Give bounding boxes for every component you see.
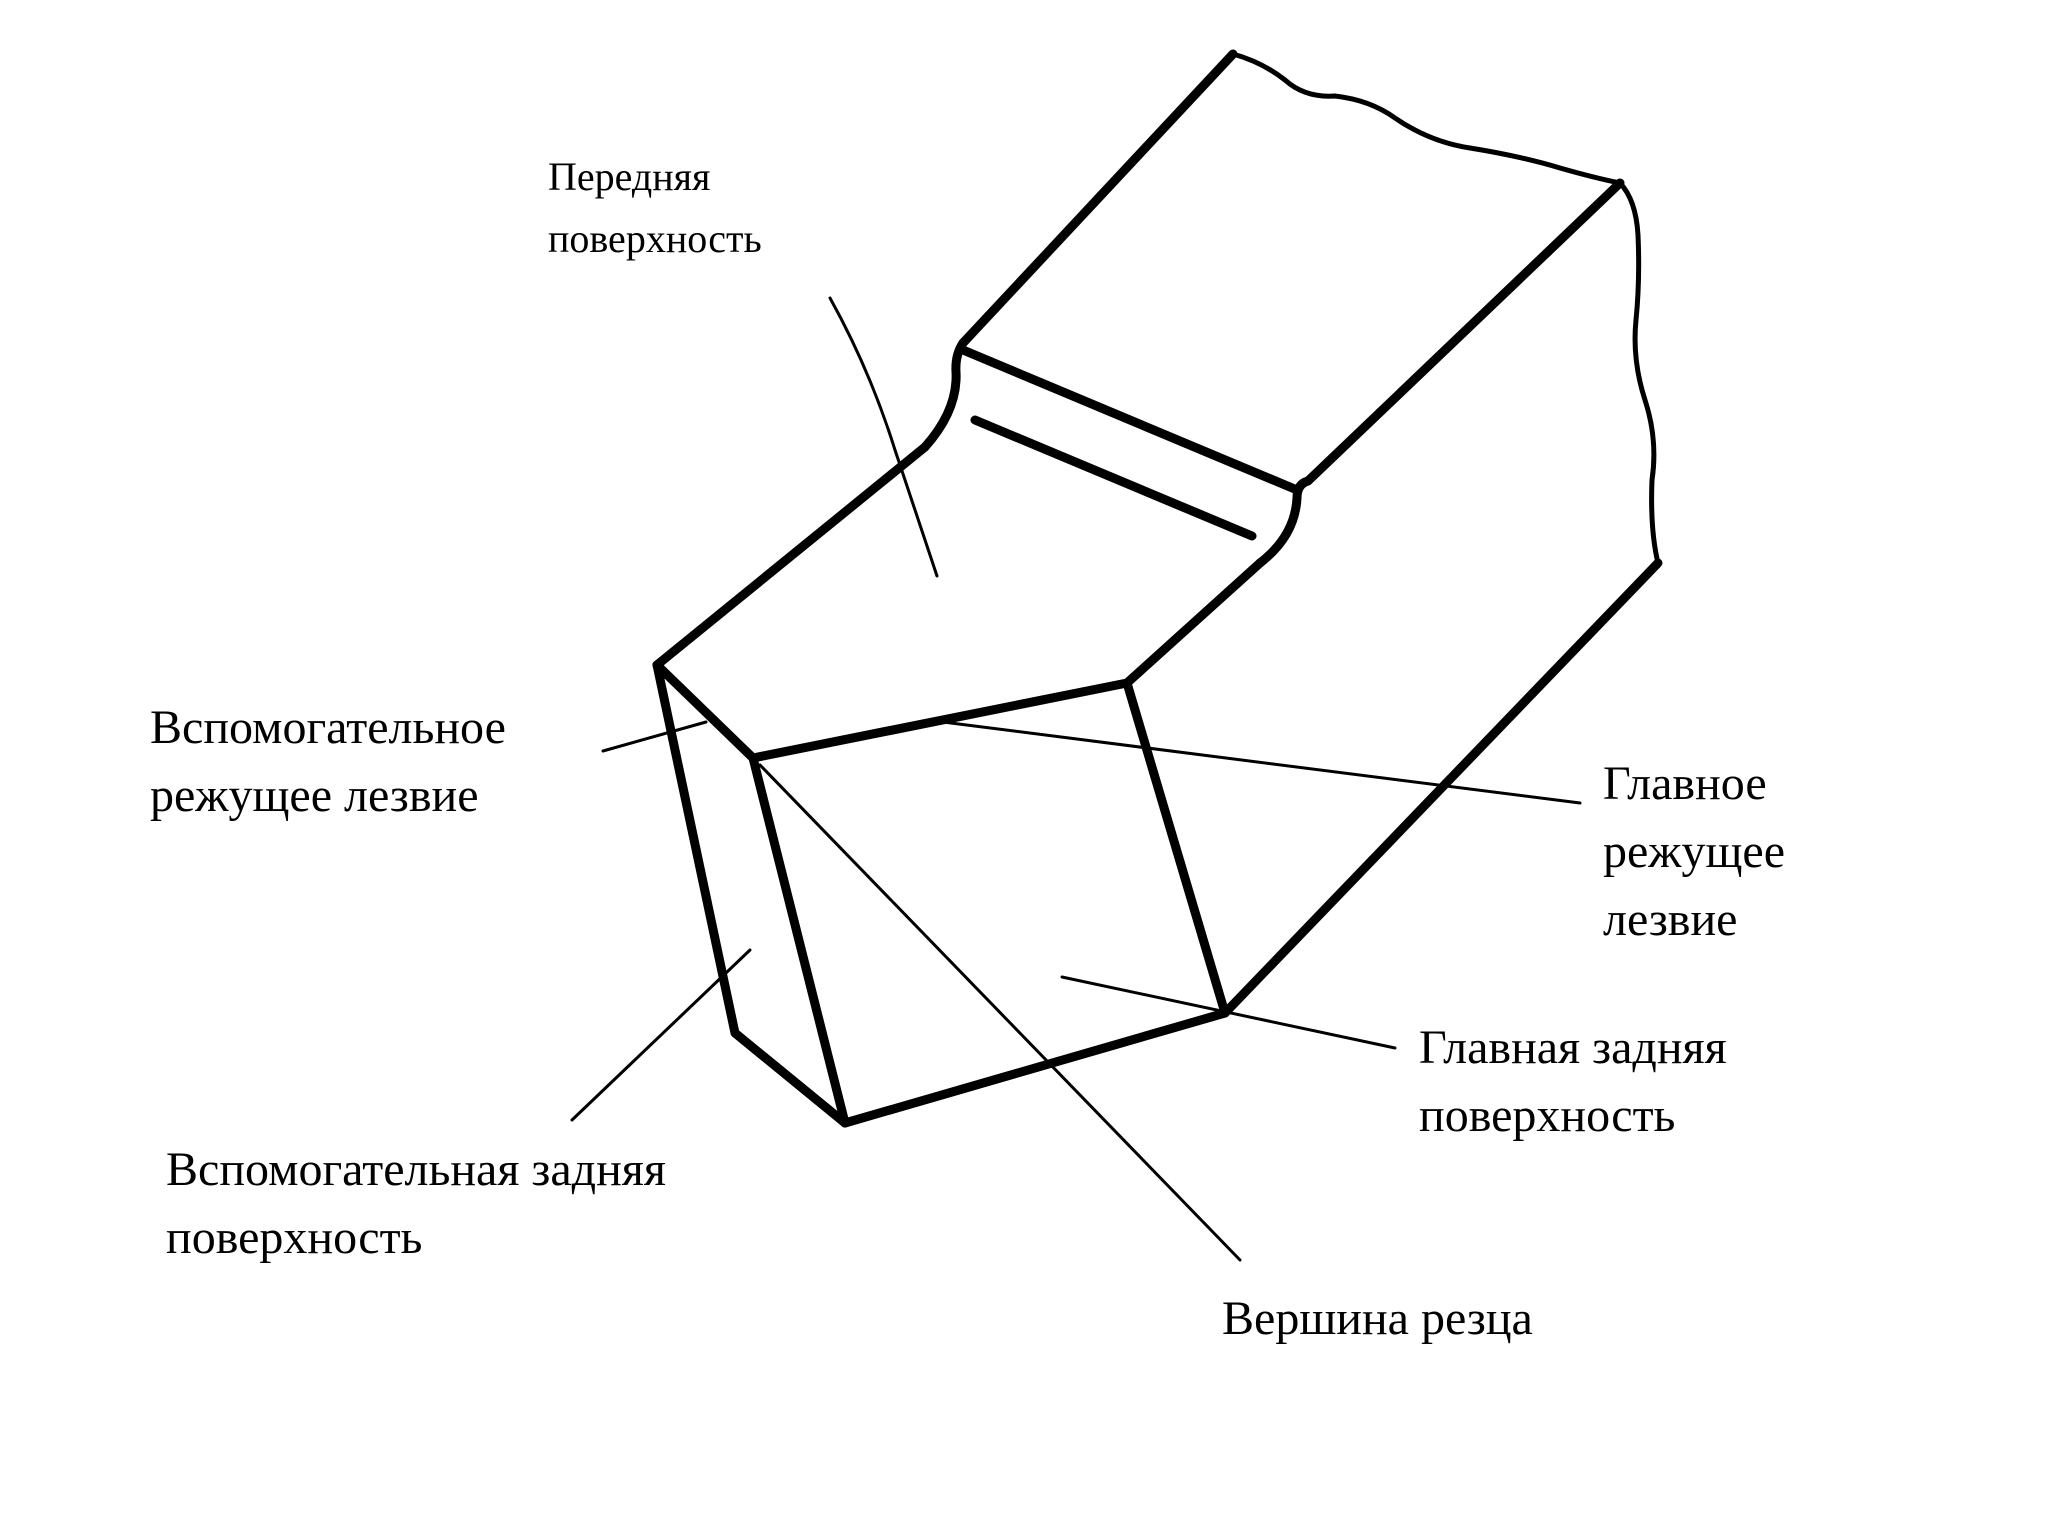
groove-top-line [958,345,1302,495]
aux-flank-left-edge [652,660,740,1038]
label-main-cutting-edge: Главное режущее лезвие [1603,757,1786,946]
label-main-flank-surface: Главная задняя поверхность [1419,1021,1727,1142]
leader-tip [758,763,1242,1262]
leader-main-edge [933,719,1582,805]
break-line-top [1230,51,1623,186]
groove-inner-line [970,415,1257,541]
shank-right-edge [1303,178,1625,486]
leader-lines [570,296,1582,1262]
rake-notch-right [1255,476,1313,568]
leader-main-flank [1060,975,1397,1050]
break-line-right [1617,180,1661,566]
aux-flank-bottom [730,1028,850,1128]
rake-left-edge [652,442,930,670]
label-tool-tip: Вершина резца [1222,1292,1533,1345]
tool-body-outline [652,49,1663,1128]
leader-front-surface [828,296,939,578]
label-front-surface: Передняя поверхность [548,154,762,261]
shank-left-edge [958,49,1238,348]
tip-vertical-edge [748,753,850,1128]
label-auxiliary-flank-surface: Вспомогательная задняя поверхность [166,1143,666,1264]
main-flank-bottom [840,1008,1230,1128]
shank-bottom-edge [1220,558,1663,1018]
shank-break-lines [1230,51,1661,566]
aux-cutting-edge-line [652,660,758,763]
leader-aux-flank [570,948,752,1122]
main-flank-right-edge [1122,678,1230,1018]
leader-aux-edge [601,720,708,753]
label-auxiliary-cutting-edge: Вспомогательное режущее лезвие [150,701,506,822]
rake-notch-left [920,338,968,452]
rake-right-edge [1122,558,1265,688]
